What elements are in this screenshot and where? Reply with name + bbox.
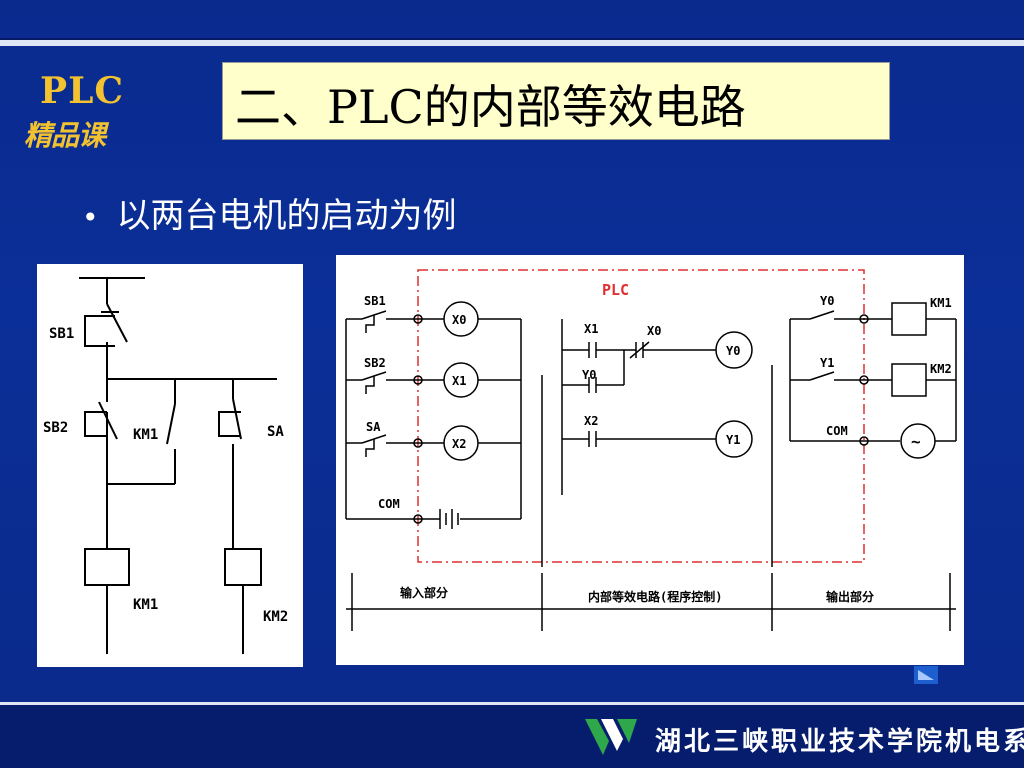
label-sb1: SB1 [49, 326, 74, 342]
input-label-com: COM [378, 497, 400, 511]
plc-diagram-svg: PLC [345, 269, 957, 631]
bullet-item: • 以两台电机的启动为例 [82, 188, 457, 237]
output-km1: KM1 [930, 296, 952, 310]
logo-plc-text: PLC [40, 70, 125, 112]
institution-logo-icon [585, 719, 637, 755]
input-label-sb2: SB2 [364, 356, 386, 370]
output-com: COM [826, 424, 848, 438]
label-km1-contact: KM1 [133, 427, 158, 443]
output-y0: Y0 [820, 294, 834, 308]
logic-y1-coil: Y1 [726, 433, 740, 447]
bullet-text: 以两台电机的启动为例 [116, 196, 457, 236]
bottom-divider [0, 702, 1024, 705]
input-x2: X2 [452, 437, 466, 451]
section-input: 输入部分 [400, 585, 448, 600]
relay-circuit-diagram: SB1 SB2 KM1 SA KM1 KM2 [37, 264, 303, 667]
logic-x2: X2 [584, 414, 598, 428]
logo-sub-text: 精品课 [24, 119, 106, 152]
label-km1-coil: KM1 [133, 597, 158, 613]
section-output: 输出部分 [826, 589, 874, 604]
plc-boundary [417, 269, 865, 563]
footer-bar: 湖北三峡职业技术学院机电系 [0, 705, 1024, 768]
input-x1: X1 [452, 374, 466, 388]
logic-y0-coil: Y0 [726, 344, 740, 358]
section-internal: 内部等效电路(程序控制) [588, 589, 722, 604]
plc-equivalent-diagram: PLC [336, 255, 964, 665]
next-slide-icon[interactable] [914, 666, 938, 684]
label-km2-coil: KM2 [263, 609, 288, 625]
output-km2: KM2 [930, 362, 952, 376]
relay-circuit-svg: SB1 SB2 KM1 SA KM1 KM2 [43, 277, 288, 654]
logic-x0: X0 [647, 324, 661, 338]
page-title: 二、PLC的内部等效电路 [235, 80, 746, 134]
output-y1: Y1 [820, 356, 834, 370]
institution-name: 湖北三峡职业技术学院机电系 [655, 727, 1024, 757]
plc-course-logo: PLC 精品课 [24, 70, 134, 160]
input-label-sa: SA [366, 420, 381, 434]
plc-label: PLC [602, 281, 629, 299]
output-ac-source: ~ [911, 432, 921, 451]
logic-y0-contact: Y0 [582, 368, 596, 382]
logic-x1: X1 [584, 322, 598, 336]
title-box: 二、PLC的内部等效电路 [222, 62, 890, 140]
input-x0: X0 [452, 313, 466, 327]
label-sa: SA [267, 424, 284, 440]
top-divider-shadow [0, 38, 1024, 40]
bullet-dot: • [82, 201, 99, 234]
input-label-sb1: SB1 [364, 294, 386, 308]
label-sb2: SB2 [43, 420, 68, 436]
top-divider [0, 40, 1024, 46]
